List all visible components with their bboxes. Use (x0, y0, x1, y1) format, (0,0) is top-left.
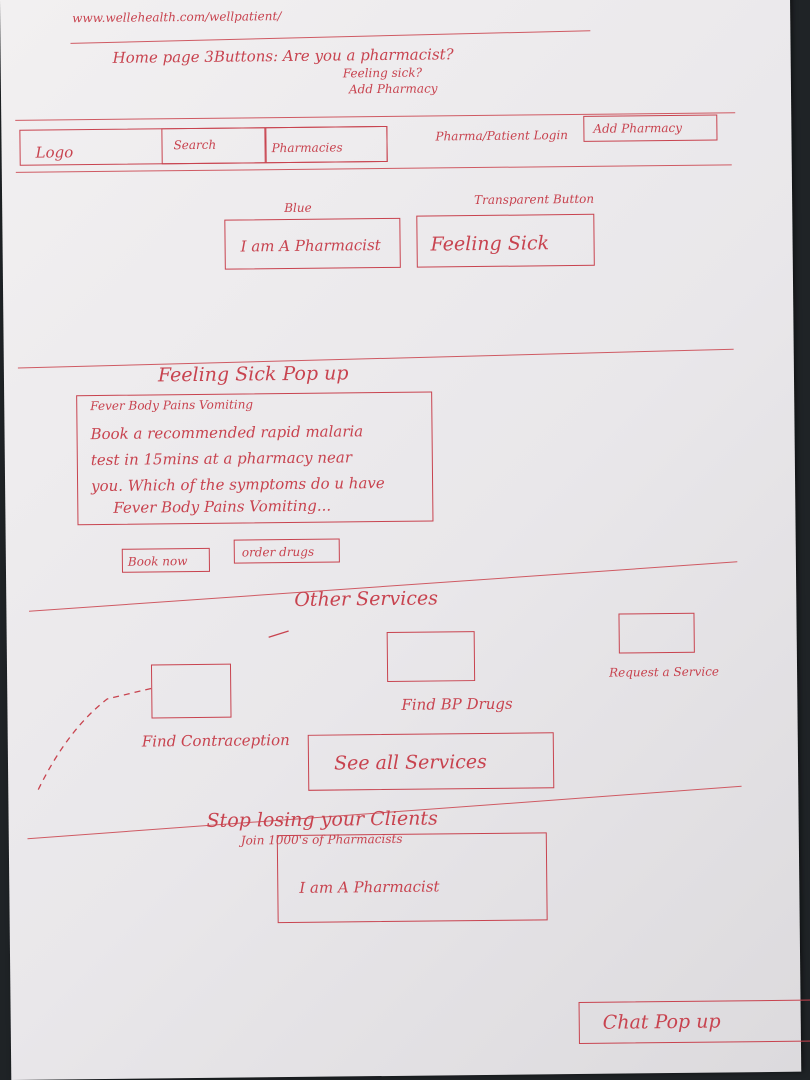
popup-line1: Fever Body Pains Vomiting (90, 397, 254, 414)
url-note: www.wellehealth.com/wellpatient/ (72, 9, 282, 26)
service-label-bp-drugs[interactable]: Find BP Drugs (401, 694, 513, 714)
service-thumbnail[interactable] (618, 612, 695, 654)
service-thumbnail[interactable] (150, 663, 232, 719)
service-label-request[interactable]: Request a Service (609, 664, 720, 680)
homepage-note: Home page 3Buttons: Are you a pharmacist… (112, 45, 454, 67)
service-label-contraception[interactable]: Find Contraception (141, 731, 290, 751)
popup-line5: Fever Body Pains Vomiting... (113, 496, 332, 517)
divider (17, 348, 734, 369)
cta-title: Stop losing your Clients (206, 807, 438, 832)
search-label: Search (173, 137, 217, 153)
service-thumbnail[interactable] (386, 631, 476, 682)
divider (70, 30, 591, 44)
popup-line4: you. Which of the symptoms do u have (91, 473, 385, 496)
order-drugs-label: order drugs (241, 544, 315, 560)
cta-pharmacist-label: I am A Pharmacist (299, 877, 440, 897)
see-all-services-label: See all Services (333, 750, 487, 775)
popup-line3: test in 15mins at a pharmacy near (90, 448, 353, 470)
services-title: Other Services (294, 587, 439, 611)
chat-popup-label: Chat Pop up (602, 1010, 721, 1034)
logo[interactable]: Logo (35, 143, 74, 162)
popup-title: Feeling Sick Pop up (157, 362, 349, 387)
book-now-label: Book now (127, 554, 188, 569)
annotation-blue: Blue (284, 200, 312, 216)
homepage-note-line2: Feeling sick? (342, 65, 423, 81)
navbar-bottom-line (15, 164, 732, 173)
pharmacist-button-label: I am A Pharmacist (240, 236, 381, 256)
pharmacies-link: Pharmacies (271, 140, 343, 156)
login-link[interactable]: Pharma/Patient Login (435, 128, 569, 144)
annotation-transparent: Transparent Button (474, 191, 595, 208)
homepage-note-line3: Add Pharmacy (348, 81, 438, 97)
add-pharmacy-label: Add Pharmacy (593, 120, 683, 136)
feeling-sick-button-label: Feeling Sick (430, 232, 550, 256)
popup-line2: Book a recommended rapid malaria (90, 422, 364, 444)
